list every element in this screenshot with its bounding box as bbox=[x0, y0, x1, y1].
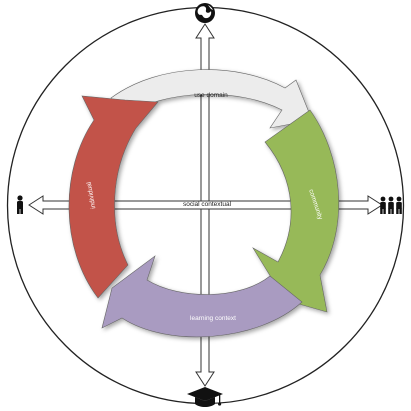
graduation-cap-icon bbox=[187, 387, 223, 407]
label-individual: individual bbox=[86, 181, 98, 209]
group-icon bbox=[380, 196, 402, 214]
label-learning-context: learning context bbox=[190, 315, 236, 322]
label-use-domain: use domain bbox=[194, 92, 228, 99]
segment-community bbox=[252, 109, 340, 313]
globe-icon bbox=[195, 3, 215, 23]
segment-individual bbox=[68, 95, 159, 299]
segment-learning-context bbox=[101, 255, 303, 338]
center-label: social contextual bbox=[183, 201, 232, 208]
cycle-ring bbox=[68, 69, 340, 338]
person-icon bbox=[17, 195, 23, 214]
